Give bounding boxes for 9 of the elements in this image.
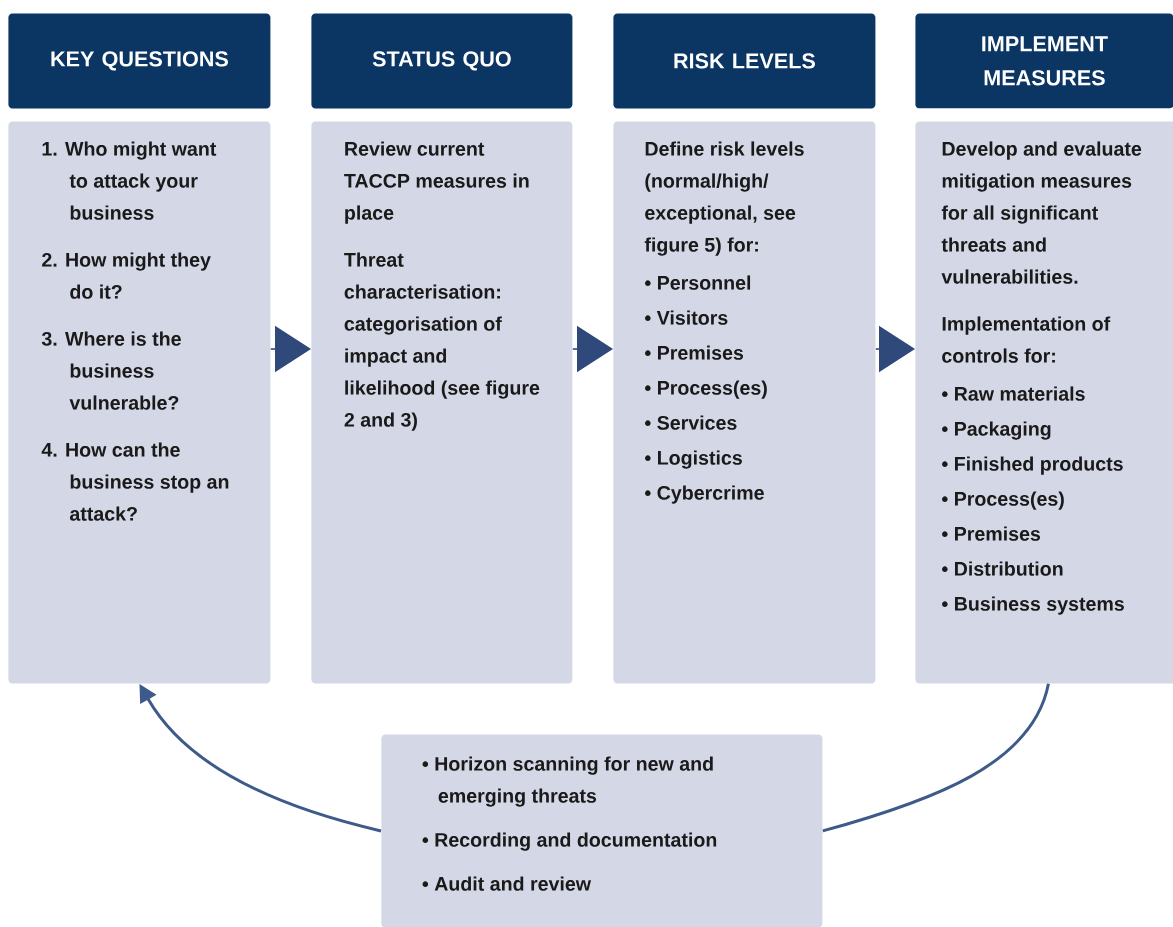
text-panel: Develop and evaluate mitigation measures for all significant threats and vulnerabilities. Implementation of controls for: • Raw materials • Packaging • Finished products • Process(es) • Premises • Distribution • Business systems	[915, 121, 1173, 684]
header-box: IMPLEMENT MEASURES	[915, 13, 1173, 109]
note-box: • Horizon scanning for new and emerging threats • Recording and documentation • Audit and review	[381, 734, 823, 927]
header-box: STATUS QUO	[311, 13, 573, 109]
text-panel: Review current TACCP measures in place Threat characterisation: categorisation of impact and likelihood (see figure 2 and 3)	[311, 121, 573, 684]
header-box: KEY QUESTIONS	[8, 13, 271, 109]
text-panel: Define risk levels (normal/high/ exceptional, see figure 5) for: • Personnel • Visitors • Premises • Process(es) • Services • Logistics • Cybercrime	[613, 121, 876, 684]
text-panel: 1. Who might want to attack your business 2. How might they do it? 3. Where is the business vulnerable? 4. How can the business stop an attack?	[8, 121, 271, 684]
header-box: RISK LEVELS	[613, 13, 876, 109]
